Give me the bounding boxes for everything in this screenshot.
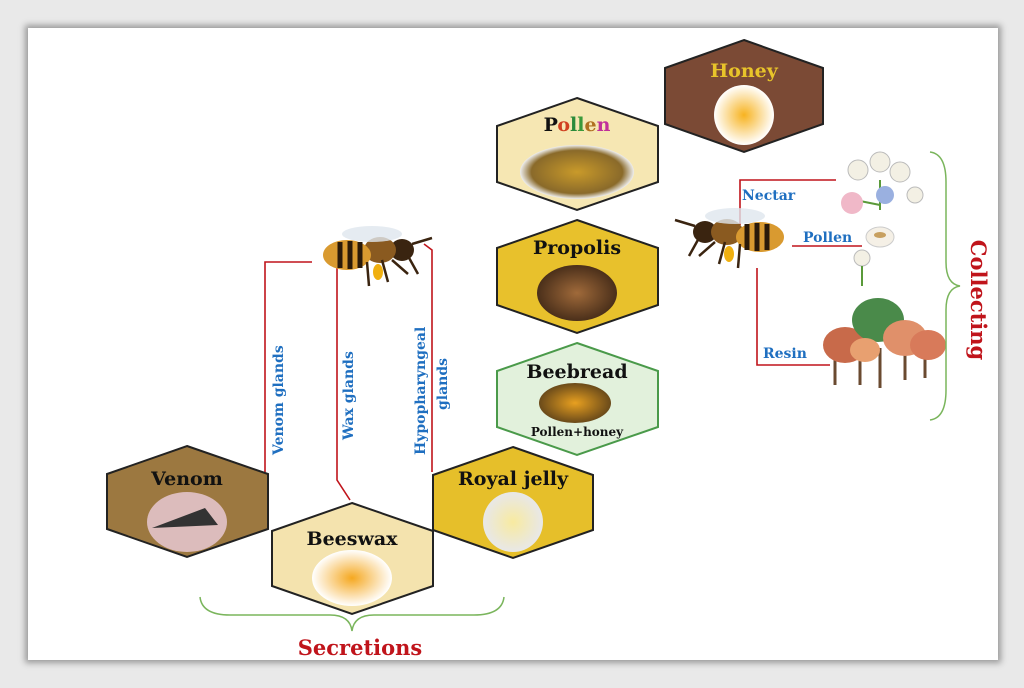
beeswax-image xyxy=(312,550,392,606)
beebread-sublabel: Pollen+honey xyxy=(531,425,624,439)
beeswax-hexagon: Beeswax xyxy=(271,501,434,616)
honey-label: Honey xyxy=(710,60,779,82)
venom-label: Venom xyxy=(150,468,223,490)
honey-jar-image xyxy=(714,85,774,145)
beebread-label: Beebread xyxy=(526,361,627,383)
pollen-image xyxy=(520,145,634,199)
resin-label: Resin xyxy=(763,346,807,362)
flowers-illustration xyxy=(841,151,924,286)
pollen-source-label: Pollen xyxy=(803,230,852,246)
secretions-label: Secretions xyxy=(298,635,423,660)
collecting-label: Collecting xyxy=(966,240,991,361)
propolis-label: Propolis xyxy=(533,237,621,259)
royal-jelly-hexagon: Royal jelly xyxy=(432,445,594,560)
hypopharyngeal-glands-label-2: glands xyxy=(435,358,451,410)
venom-hexagon: Venom xyxy=(106,444,269,559)
beebread-hexagon: Beebread Pollen+honey xyxy=(496,341,659,457)
pollen-hexagon: Pollen xyxy=(496,96,659,212)
propolis-hexagon: Propolis xyxy=(496,218,659,335)
wax-glands-label: Wax glands xyxy=(341,351,357,441)
secretions-brace xyxy=(199,596,505,632)
bee-collecting-illustration xyxy=(675,208,784,268)
hypopharyngeal-glands-label-1: Hypopharyngeal xyxy=(413,327,429,455)
propolis-image xyxy=(537,265,617,321)
beeswax-label: Beeswax xyxy=(307,528,399,550)
collecting-brace xyxy=(929,151,961,421)
pollen-label: Pollen xyxy=(544,114,611,136)
nectar-label: Nectar xyxy=(742,188,796,204)
venom-glands-label: Venom glands xyxy=(271,345,287,456)
honey-hexagon: Honey xyxy=(664,38,824,154)
royal-jelly-image xyxy=(483,492,543,552)
beebread-image xyxy=(539,383,611,423)
trees-illustration xyxy=(823,298,946,388)
royal-jelly-label: Royal jelly xyxy=(458,468,569,490)
bee-secretions-illustration xyxy=(323,226,432,286)
